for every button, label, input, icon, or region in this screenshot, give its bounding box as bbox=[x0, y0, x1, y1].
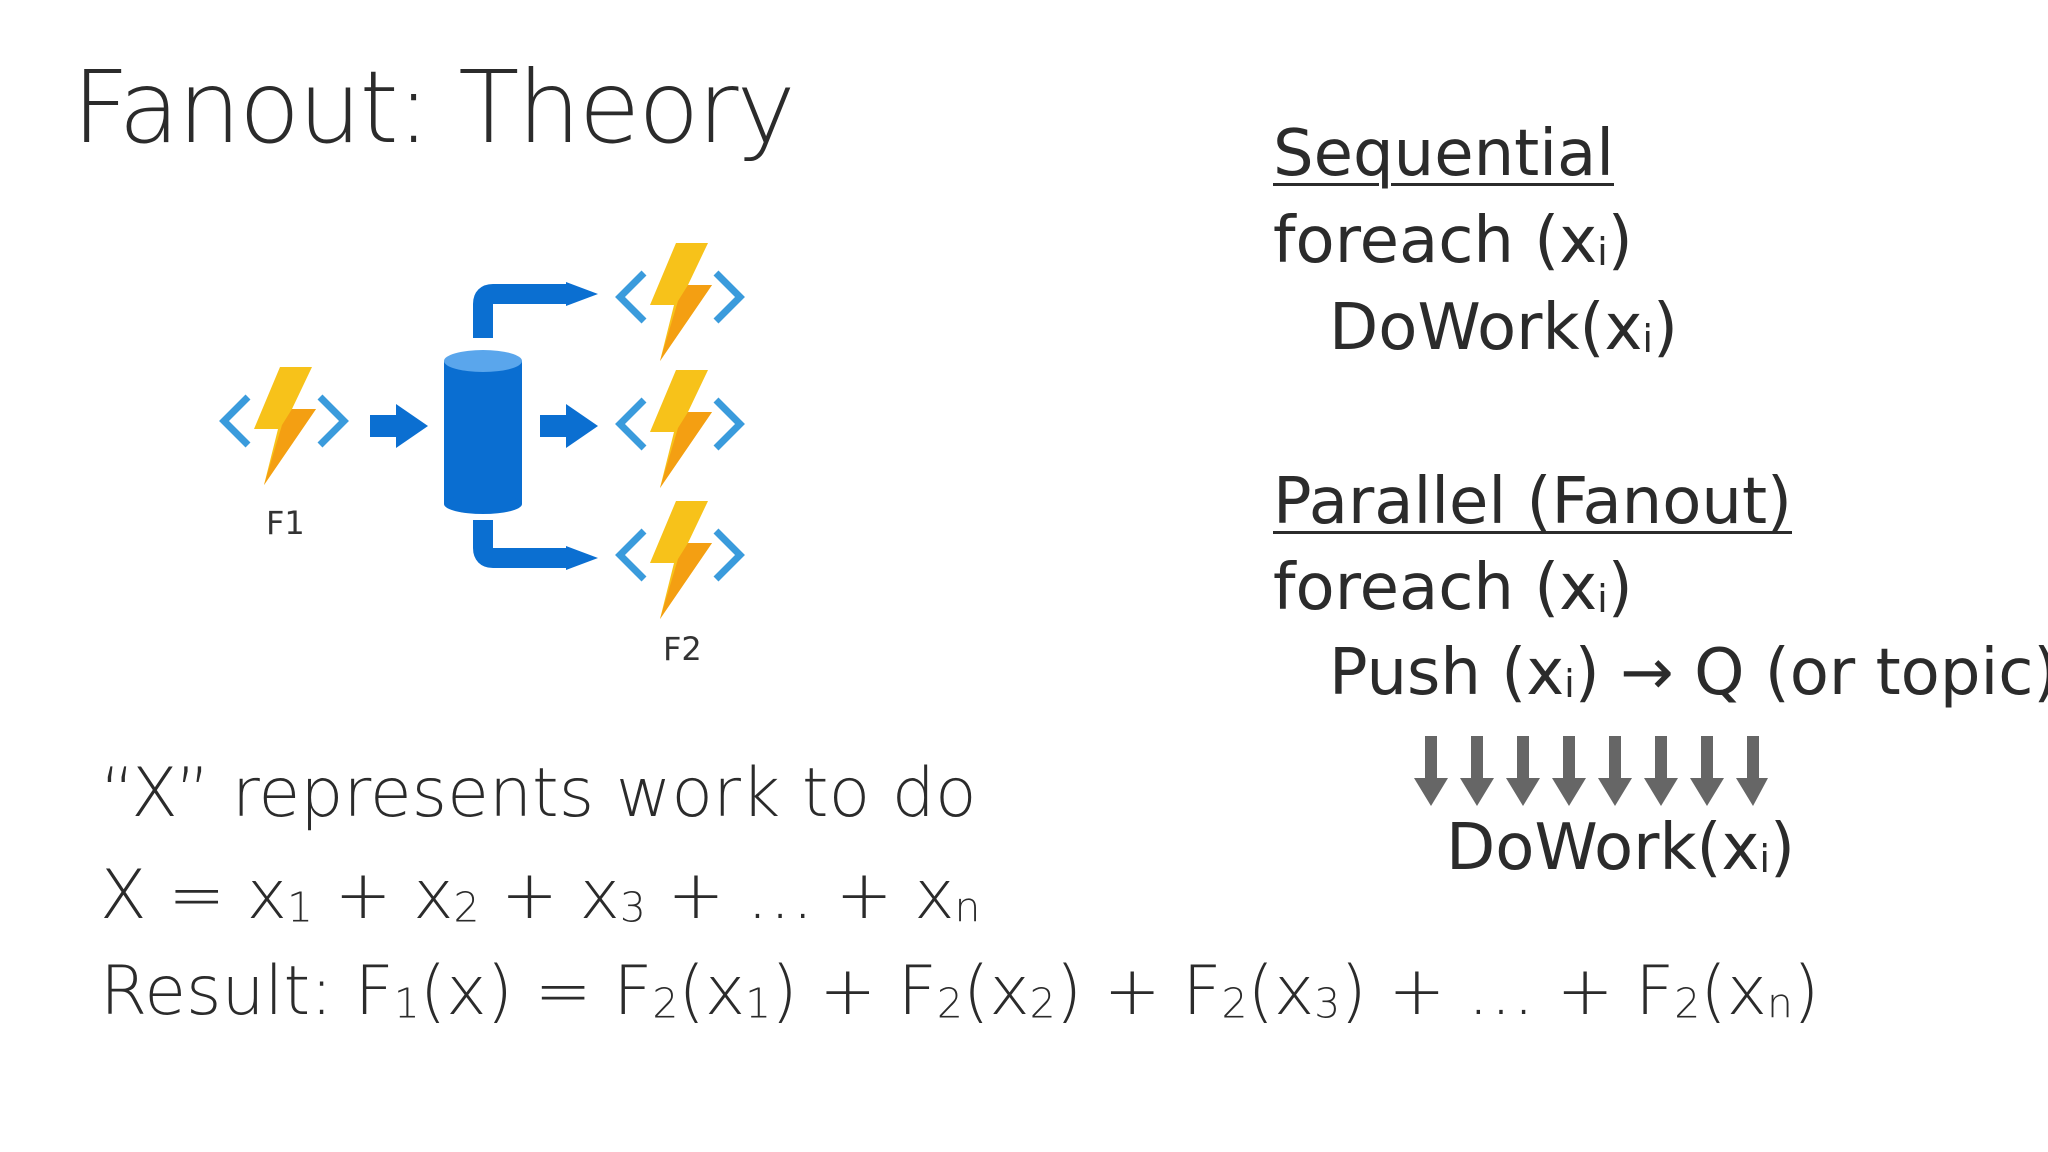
down-arrow-icon bbox=[1552, 736, 1586, 806]
function-f1-icon bbox=[224, 367, 344, 485]
f2-label: F2 bbox=[663, 630, 702, 668]
fanout-diagram: F1 F2 bbox=[200, 230, 760, 694]
fanout-diagram-svg bbox=[200, 230, 760, 690]
work-definition-line: “X” represents work to do bbox=[100, 754, 977, 833]
slide-title: Fanout: Theory bbox=[72, 49, 796, 166]
parallel-heading: Parallel (Fanout) bbox=[1273, 465, 1792, 539]
sequential-dowork-line: DoWork(xi) bbox=[1329, 291, 1678, 365]
sequential-foreach-line: foreach (xi) bbox=[1273, 204, 1633, 278]
arrow-f1-to-queue-icon bbox=[370, 404, 428, 448]
function-f2-top-icon bbox=[620, 243, 740, 361]
parallel-dowork-line: DoWork(xi) bbox=[1446, 811, 1795, 885]
arrow-queue-to-f2-middle-icon bbox=[540, 404, 598, 448]
down-arrow-icon bbox=[1690, 736, 1724, 806]
down-arrow-icon bbox=[1598, 736, 1632, 806]
f1-label: F1 bbox=[266, 504, 305, 542]
sequential-heading: Sequential bbox=[1273, 117, 1614, 191]
arrow-queue-to-f2-top-icon bbox=[473, 282, 598, 338]
down-arrow-icon bbox=[1506, 736, 1540, 806]
fanout-down-arrows bbox=[1410, 736, 1770, 810]
function-f2-middle-icon bbox=[620, 370, 740, 488]
x-sum-formula: X = x1 + x2 + x3 + … + xn bbox=[100, 856, 981, 935]
down-arrow-icon bbox=[1736, 736, 1768, 806]
parallel-push-line: Push (xi) → Q (or topic) bbox=[1329, 636, 2048, 710]
result-formula: Result: F1(x) = F2(x1) + F2(x2) + F2(x3)… bbox=[100, 952, 1820, 1031]
down-arrow-icon bbox=[1644, 736, 1678, 806]
down-arrow-icon bbox=[1414, 736, 1448, 806]
queue-cylinder-icon bbox=[444, 350, 522, 514]
function-f2-bottom-icon bbox=[620, 501, 740, 619]
down-arrow-icon bbox=[1460, 736, 1494, 806]
down-arrows-svg bbox=[1414, 736, 1768, 806]
arrow-queue-to-f2-bottom-icon bbox=[473, 520, 598, 570]
parallel-foreach-line: foreach (xi) bbox=[1273, 551, 1633, 625]
